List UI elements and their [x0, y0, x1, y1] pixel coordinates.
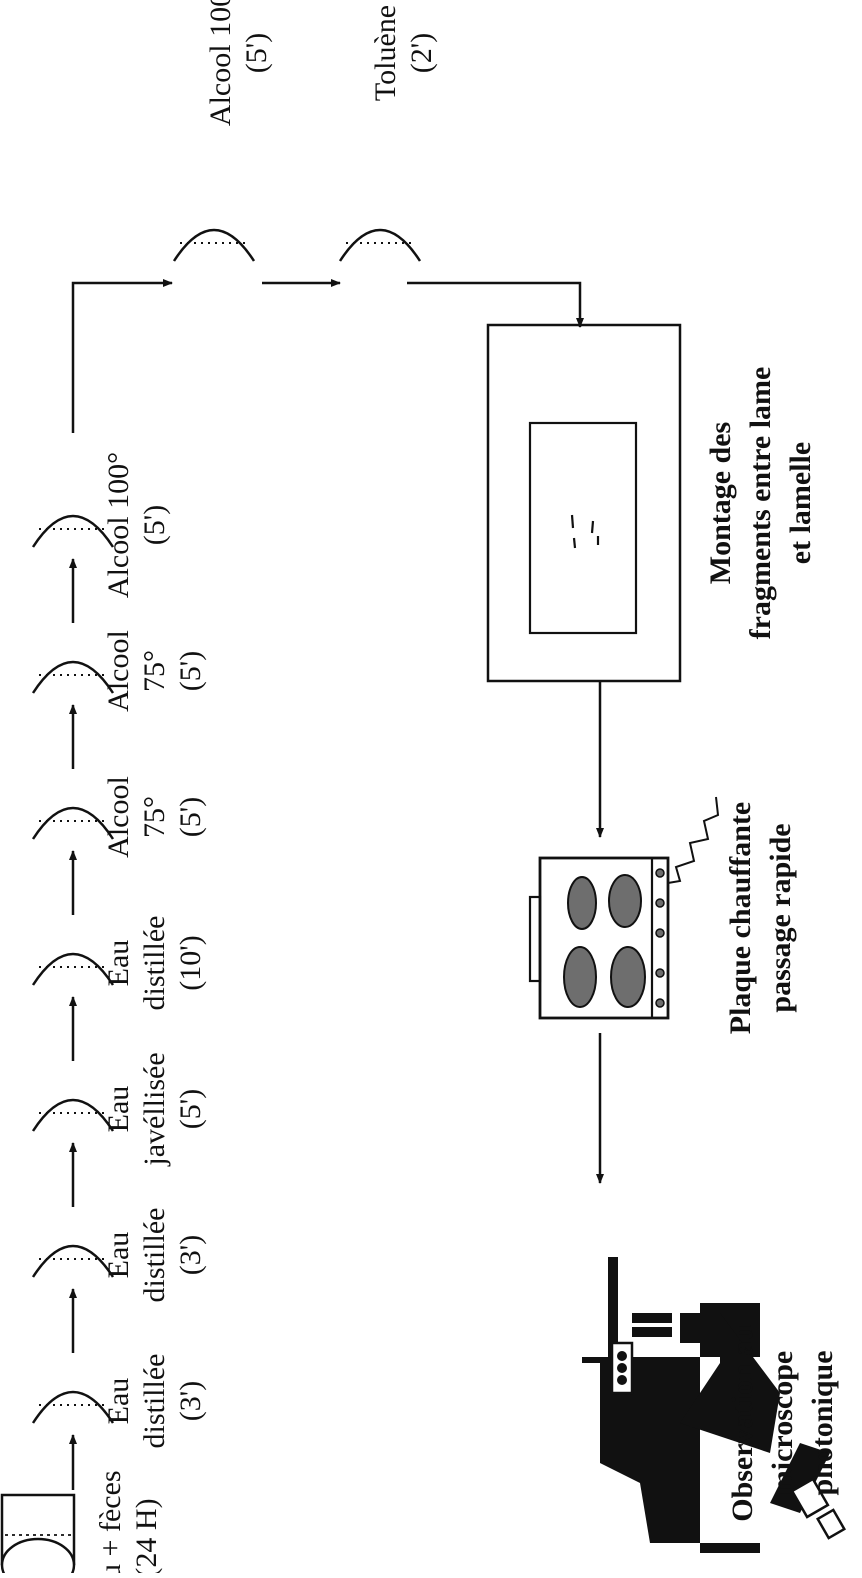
step-label-4-line-2: javéllisée [138, 1052, 171, 1166]
step-label-9-line-1: Toluène [369, 5, 402, 101]
step-label-6-line-2: 75° [138, 796, 171, 838]
step-label-8-line-2: (5') [240, 33, 273, 73]
arrow-dish-9-to-slide [407, 281, 584, 328]
arrow-dish-7-to-dish-8 [71, 279, 173, 433]
step-label-8-dup: Alcool 100°(5') [102, 452, 171, 598]
slide-icon [486, 323, 682, 683]
step-label-2-line-2: distillée [138, 1354, 171, 1449]
step-label-7-line-1: Alcool [102, 630, 135, 712]
hot-plate-icon [528, 796, 720, 1020]
step-label-1-line-1: eau + fèces [94, 1470, 127, 1573]
step-label-2-line-3: (3') [174, 1381, 207, 1421]
step-label-3-line-3: (3') [174, 1235, 207, 1275]
dish-row [31, 228, 422, 1424]
step-label-8-line-1: Alcool 100° [204, 0, 237, 126]
step-label-8-dup-line-1: Alcool 100° [102, 452, 135, 598]
step-label-2-line-1: Eau [102, 1378, 135, 1425]
step-label-3-line-1: Eau [102, 1232, 135, 1279]
dish-3 [31, 1098, 115, 1132]
dish-5 [31, 806, 115, 840]
step-label-4-line-3: (5') [174, 1089, 207, 1129]
step-label-7-line-2: 75° [138, 650, 171, 692]
step-label-8: Alcool 100°(5') [204, 0, 273, 126]
dish-6 [31, 660, 115, 694]
dish-4 [31, 952, 115, 986]
plaque-label-line-1: Plaque chauffante [724, 802, 757, 1035]
step-label-6-line-1: Alcool [102, 776, 135, 858]
montage-label-line-2: fragments entre lame [744, 367, 777, 640]
step-label-6-line-3: (5') [174, 797, 207, 837]
step-label-1: eau + fèces(24 H) [94, 1470, 163, 1573]
observation-label-line-1: Observation au [726, 1324, 759, 1522]
step-label-1-line-2: (24 H) [130, 1498, 163, 1573]
montage-label-line-1: Montage des [704, 422, 737, 584]
step-label-5-line-2: distillée [138, 916, 171, 1011]
montage-label-line-3: et lamelle [784, 442, 817, 564]
step-label-9: Toluène(2') [369, 5, 438, 101]
dish-8 [172, 228, 256, 262]
step-label-3-line-2: distillée [138, 1208, 171, 1303]
beaker-icon [0, 1493, 76, 1578]
step-label-9-line-2: (2') [405, 33, 438, 73]
observation-label-line-3: photonique [806, 1350, 839, 1495]
plaque-label-line-2: passage rapide [764, 823, 797, 1012]
dish-1 [31, 1390, 115, 1424]
step-label-5-line-1: Eau [102, 940, 135, 987]
observation-label-line-2: microscope [766, 1351, 799, 1495]
microscope-icon [582, 1257, 847, 1553]
dish-2 [31, 1244, 115, 1278]
step-label-7-line-3: (5') [174, 651, 207, 691]
step-label-5-line-3: (10') [174, 935, 207, 990]
dish-7 [31, 514, 115, 548]
step-label-4-line-1: Eau [102, 1086, 135, 1133]
dish-9 [338, 228, 422, 262]
step-label-8-dup-line-2: (5') [138, 505, 171, 545]
